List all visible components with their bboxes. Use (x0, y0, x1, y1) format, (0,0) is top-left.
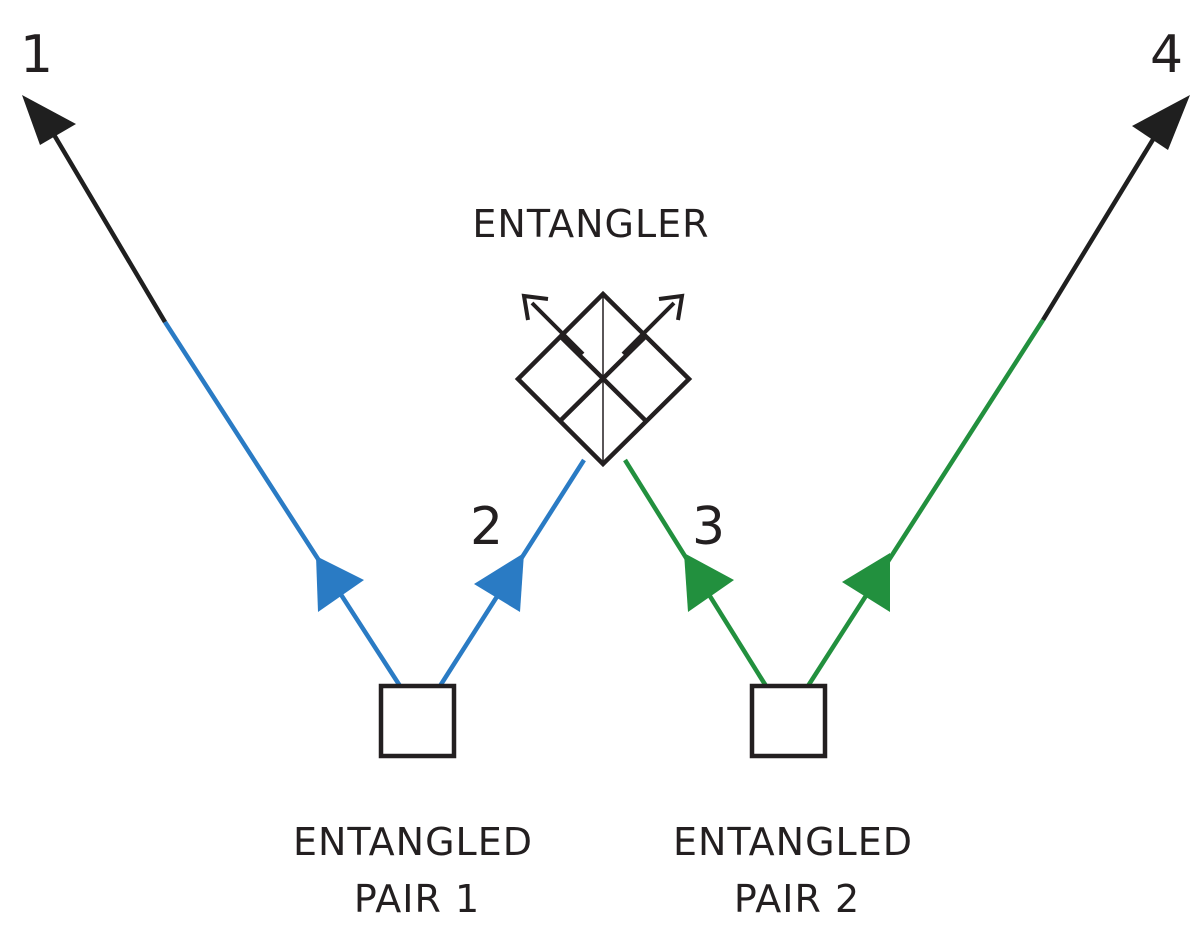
photon-2-label: 2 (470, 497, 503, 557)
photon-3-label: 3 (692, 497, 725, 557)
photon-4-arrowhead-out (1132, 95, 1190, 150)
pair-1-label-line-1: ENTANGLED (293, 820, 533, 864)
photon-1-label: 1 (20, 25, 53, 85)
photon-2-arrowhead (474, 553, 524, 612)
pair-2-label-line-2: PAIR 2 (734, 877, 860, 921)
photon-1-path-blue (163, 320, 402, 688)
photon-4-label: 4 (1150, 25, 1183, 85)
photon-4-path-black (1041, 126, 1162, 322)
entangled-pair-2-source (749, 683, 828, 759)
entangler-icon (514, 290, 693, 468)
entangled-pair-1-source (378, 683, 457, 759)
pair-2-label-line-1: ENTANGLED (673, 820, 913, 864)
photon-1-path-black (48, 126, 167, 324)
photon-4-arrowhead (842, 553, 890, 612)
photon-3-arrowhead (684, 553, 734, 612)
photon-1-arrowhead-out (22, 95, 76, 145)
entangler-label: ENTANGLER (472, 202, 709, 246)
pair-1-label-line-2: PAIR 1 (354, 877, 480, 921)
photon-4-path-green (806, 318, 1045, 688)
photon-1-arrowhead (316, 556, 364, 612)
